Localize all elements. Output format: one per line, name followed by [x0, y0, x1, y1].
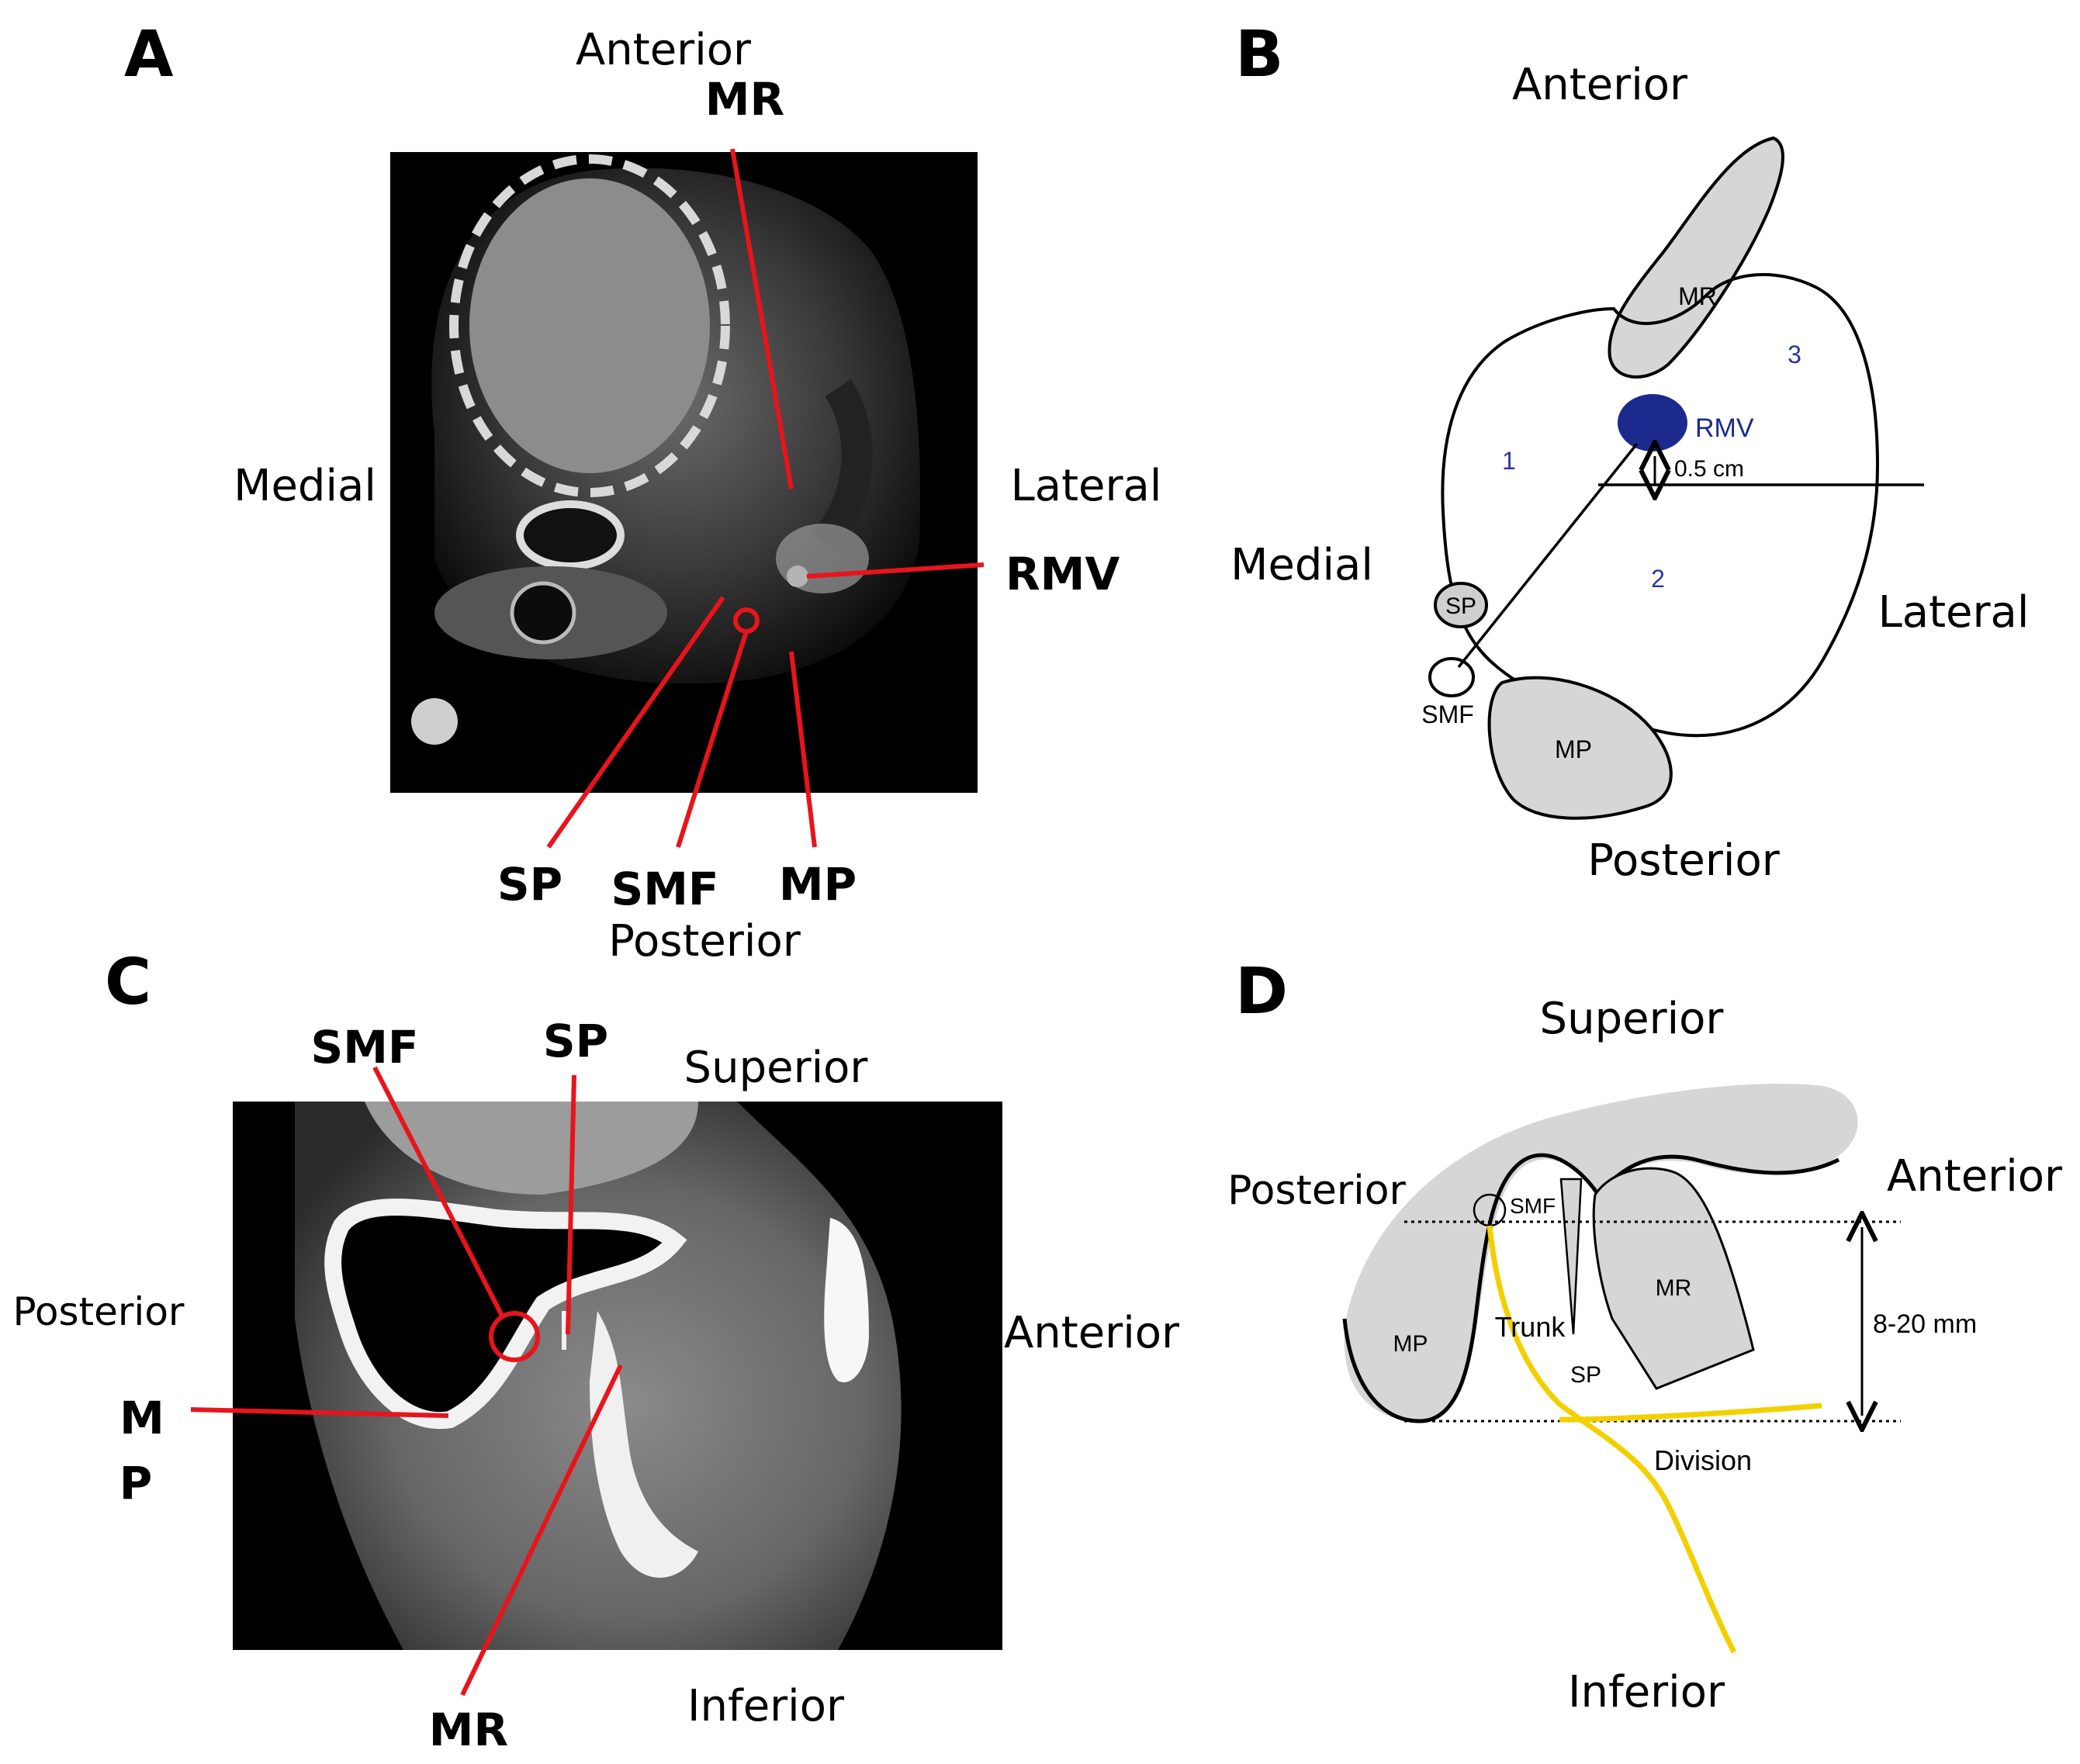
panel-d-mr-shape	[1592, 1167, 1755, 1390]
panel-a-mr-pointer	[730, 148, 794, 489]
panel-a-lateral-label: Lateral	[1011, 461, 1162, 511]
panel-d-anterior-label: Anterior	[1887, 1151, 2063, 1202]
panel-c-smf-circle	[489, 1311, 540, 1362]
panel-c-mp-pointer	[190, 1407, 449, 1418]
panel-d-division-label: Division	[1654, 1444, 1752, 1476]
panel-a-smf-pointer	[676, 631, 749, 848]
panel-b-zone-3: 3	[1788, 341, 1801, 368]
panel-a-rmv-pointer	[806, 562, 985, 579]
panel-c-mp-label-line1: M	[119, 1392, 164, 1444]
panel-d-superior-label: Superior	[1540, 994, 1725, 1044]
panel-c-superior-label: Superior	[684, 1043, 869, 1093]
panel-a-mp-label: MP	[779, 858, 857, 911]
panel-d-mr-label: MR	[1656, 1275, 1692, 1301]
panel-b-rmv-dot	[1618, 394, 1687, 451]
panel-b-sp-shape	[1434, 582, 1488, 628]
panel-c-letter: C	[105, 946, 151, 1019]
panel-c-inferior-label: Inferior	[687, 1681, 845, 1731]
panel-a-letter: A	[124, 18, 174, 92]
panel-c-mr-label: MR	[429, 1703, 508, 1756]
panel-a-mri-image	[390, 152, 978, 793]
panel-b-distance-label: 0.5 cm	[1674, 456, 1744, 482]
panel-c-mp-label-line2: P	[119, 1457, 153, 1510]
panel-a-medial-label: Medial	[234, 461, 376, 511]
panel-b-smf-rmv-line	[1457, 442, 1639, 669]
panel-c-posterior-label: Posterior	[13, 1289, 185, 1334]
panel-b-zone-1: 1	[1502, 447, 1516, 475]
panel-c-sp-label: SP	[543, 1015, 608, 1067]
panel-a-sp-label: SP	[497, 858, 562, 911]
panel-b-posterior-label: Posterior	[1587, 835, 1780, 886]
panel-d-mp-outline	[1342, 1153, 1840, 1423]
panel-b-mp-label: MP	[1555, 735, 1592, 763]
panel-b-parotid-outline	[1441, 273, 1880, 738]
panel-d-range-label: 8-20 mm	[1873, 1309, 1977, 1339]
panel-d-facial-nerve	[1486, 1225, 1737, 1654]
panel-a-anterior-label: Anterior	[576, 25, 752, 75]
panel-b-lateral-label: Lateral	[1878, 587, 2030, 638]
panel-a-sp-pointer	[546, 596, 725, 849]
panel-b-mr-shape	[1608, 136, 1784, 379]
panel-d-posterior-label: Posterior	[1227, 1167, 1406, 1214]
panel-d-trunk-label: Trunk	[1495, 1311, 1566, 1343]
panel-a: A Anterior Medial Lateral Posterior MR R…	[124, 18, 1161, 967]
panel-c-anterior-label: Anterior	[1004, 1308, 1180, 1358]
panel-a-posterior-label: Posterior	[608, 916, 801, 967]
panel-c-mr-pointer	[460, 1364, 623, 1697]
panel-a-mp-pointer	[789, 651, 817, 848]
panel-d-smf-label: SMF	[1510, 1194, 1556, 1218]
panel-c-smf-pointer	[372, 1066, 505, 1319]
panel-d-inferior-label: Inferior	[1568, 1667, 1725, 1717]
panel-c-smf-label: SMF	[310, 1021, 418, 1074]
panel-d-letter: D	[1235, 955, 1288, 1029]
panel-b-smf-label: SMF	[1421, 700, 1474, 728]
panel-a-smf-label: SMF	[611, 863, 718, 915]
panel-d: D Superior Posterior Anterior Inferior S…	[1227, 955, 2063, 1717]
panel-b: B Anterior Medial Lateral Posterior MR M…	[1230, 18, 2029, 886]
panel-d-sp-shape	[1559, 1178, 1583, 1335]
panel-b-zone-2: 2	[1651, 565, 1665, 593]
panel-b-anterior-label: Anterior	[1512, 60, 1688, 110]
panel-b-smf-shape	[1428, 657, 1475, 697]
panel-a-rmv-label: RMV	[1005, 548, 1120, 600]
panel-c-sp-pointer	[566, 1074, 576, 1335]
panel-d-mp-label: MP	[1393, 1331, 1428, 1357]
panel-b-letter: B	[1235, 18, 1284, 92]
panel-b-medial-label: Medial	[1230, 540, 1373, 590]
panel-a-mr-label: MR	[705, 73, 784, 126]
panel-b-sp-label: SP	[1445, 593, 1476, 619]
panel-c: C Superior Posterior Anterior Inferior S…	[13, 946, 1181, 1756]
panel-b-mr-label: MR	[1678, 282, 1717, 310]
panel-d-nerve-division	[1559, 1403, 1822, 1423]
panel-b-mp-shape	[1487, 676, 1673, 820]
panel-d-sp-label: SP	[1570, 1362, 1601, 1388]
panel-b-rmv-label: RMV	[1695, 413, 1754, 443]
